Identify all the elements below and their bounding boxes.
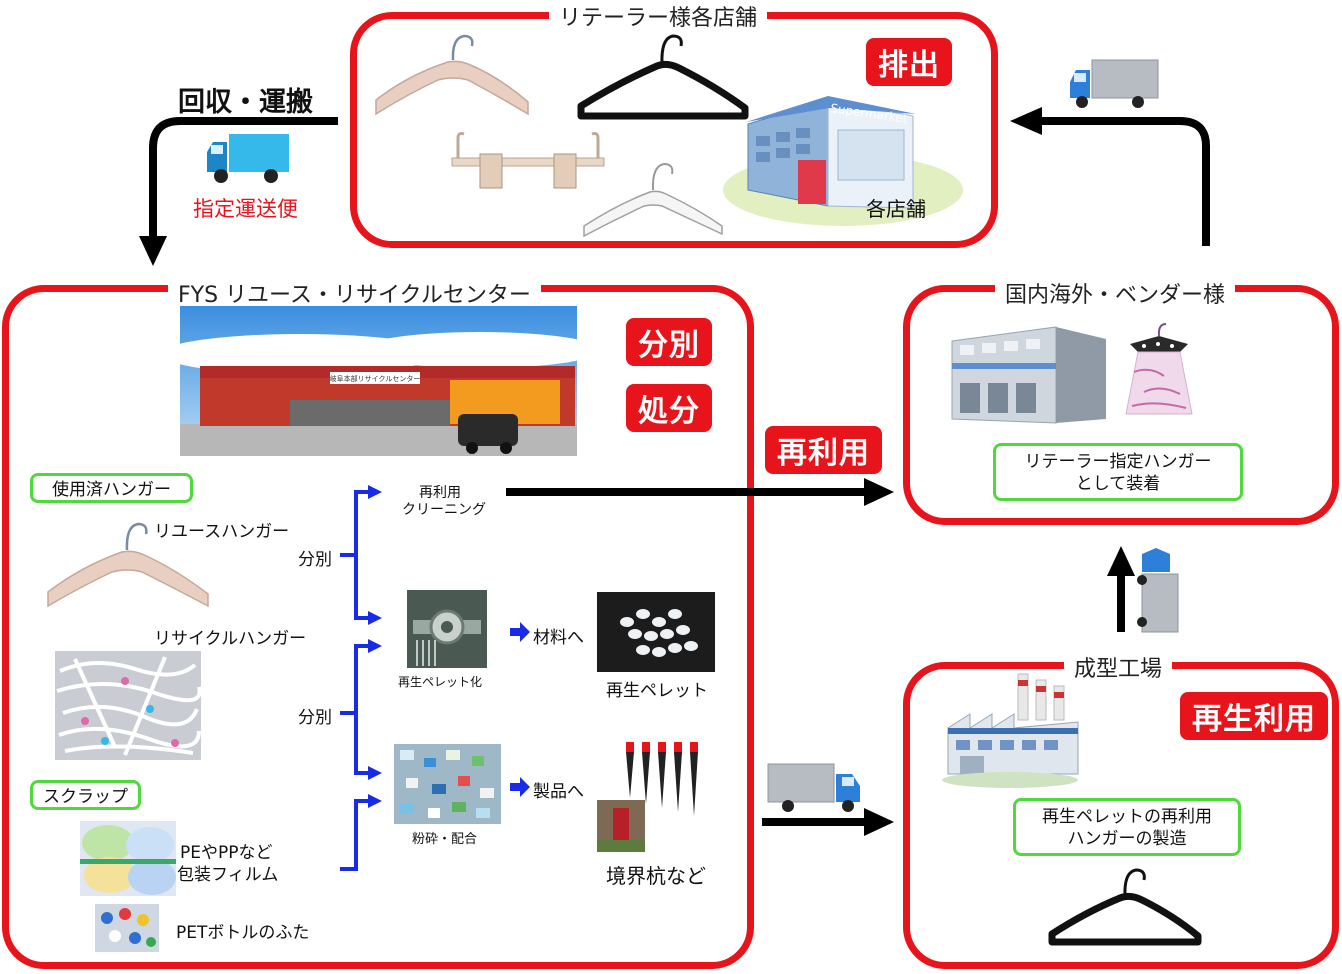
building-sign: 岐阜本部リサイクルセンター [330, 374, 421, 383]
retailer-designated-hanger-box: リテーラー指定ハンガー として装着 [993, 443, 1243, 501]
clear-hanger-icon [583, 162, 723, 238]
pellet-reuse-manufacturing-box: 再生ペレットの再利用 ハンガーの製造 [1013, 798, 1241, 856]
supermarket-store-icon: Supermarket [723, 96, 963, 226]
vendor-box-line1: リテーラー指定ハンガー [1024, 452, 1212, 472]
factory-icon [942, 673, 1079, 788]
factory-box-line1: 再生ペレットの再利用 [1042, 807, 1212, 827]
manufactured-hanger-icon [1048, 868, 1202, 946]
molding-factory-title: 成型工場 [1064, 651, 1173, 683]
used-hanger-box: 使用済ハンガー [30, 473, 193, 503]
retailer-stores-title: リテーラー様各店舗 [549, 0, 768, 32]
sort-badge: 分別 [626, 318, 712, 366]
recycled-pellet-label: 再生ペレット [606, 681, 708, 701]
hanger-pile-photo [55, 651, 202, 760]
boundary-stakes-photo [626, 742, 698, 816]
dispose-badge: 処分 [626, 384, 712, 432]
dress-on-hanger-icon [1125, 323, 1193, 415]
reuse-cleaning-label-2: クリーニング [402, 502, 486, 518]
sort-label-lower: 分別 [298, 708, 332, 728]
discharge-badge: 排出 [866, 38, 952, 86]
vendor-box-line2: として装着 [1075, 474, 1161, 495]
recycle-center-photo: 岐阜本部リサイクルセンター [160, 306, 600, 456]
boundary-stakes-label: 境界杭など [606, 864, 706, 888]
recycling-use-badge: 再生利用 [1180, 692, 1328, 740]
clip-hanger-icon [451, 132, 605, 189]
crushed-mix-photo [394, 744, 501, 824]
truck-to-factory-icon [767, 763, 860, 812]
stake-installed-photo [597, 800, 645, 852]
factory-box-line2: ハンガーの製造 [1067, 829, 1187, 850]
delivery-truck-icon [207, 134, 289, 183]
truck-to-stores-icon [1070, 59, 1159, 108]
crush-mix-label: 粉砕・配合 [412, 832, 478, 847]
pelletizing-machine-photo [407, 590, 487, 668]
truck-to-vendor-icon [1137, 548, 1179, 633]
to-product-label: 製品へ [533, 782, 584, 802]
pe-pp-label-1: PEやPPなど [180, 843, 273, 863]
fys-center-title: FYS リユース・リサイクルセンター [168, 277, 541, 309]
designated-carrier-label: 指定運送便 [193, 197, 298, 221]
scrap-box: スクラップ [30, 780, 141, 810]
each-store-label: 各店舗 [866, 197, 926, 221]
collection-transport-title: 回収・運搬 [178, 87, 313, 118]
packaging-film-photo [80, 821, 176, 896]
pe-pp-label-2: 包装フィルム [177, 865, 279, 885]
vendor-title: 国内海外・ベンダー様 [995, 277, 1236, 309]
pelletizing-label: 再生ペレット化 [398, 675, 483, 689]
reuse-hanger-icon [47, 522, 209, 608]
recycled-pellet-photo [597, 592, 715, 672]
to-material-label: 材料へ [533, 628, 584, 648]
reuse-hanger-label: リユースハンガー [154, 522, 290, 542]
sort-label-upper: 分別 [298, 550, 332, 570]
black-hanger-icon [577, 34, 749, 120]
pet-caps-photo [95, 904, 159, 952]
vendor-building-icon [951, 326, 1106, 424]
pink-hanger-icon [375, 34, 529, 116]
pet-caps-label: PETボトルのふた [176, 923, 310, 943]
reuse-badge: 再利用 [765, 426, 882, 474]
recycle-hanger-label: リサイクルハンガー [154, 629, 307, 649]
reuse-cleaning-label-1: 再利用 [419, 485, 461, 501]
